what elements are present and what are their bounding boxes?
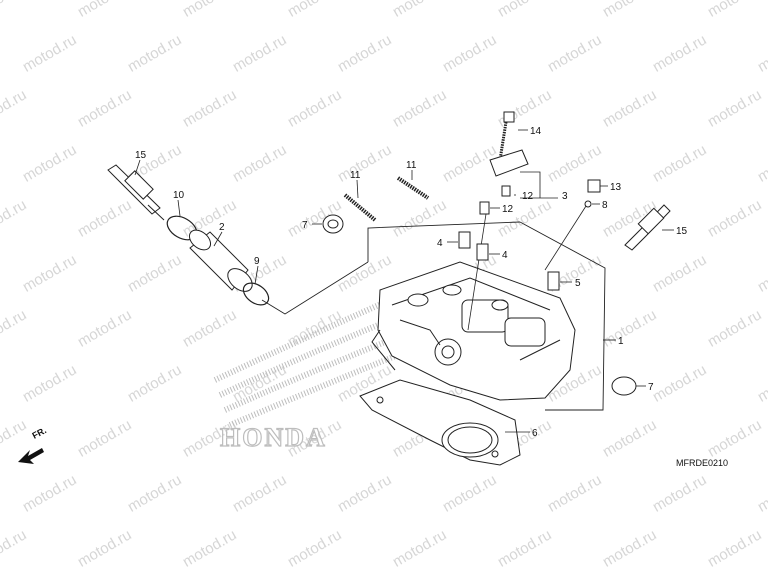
stud-bolt-11b xyxy=(396,176,430,200)
cylinder-head xyxy=(371,261,576,401)
honda-wing-logo xyxy=(213,297,407,428)
spark-plug-left xyxy=(107,164,165,221)
callout-4-right: 4 xyxy=(502,250,508,261)
callout-11-right: 11 xyxy=(406,160,417,171)
dowel-pin-4a xyxy=(458,231,471,249)
callout-15-left: 15 xyxy=(135,150,147,161)
callout-4-left: 4 xyxy=(437,238,443,249)
head-gasket xyxy=(359,379,521,466)
callout-10: 10 xyxy=(173,190,185,201)
callout-12-bottom: 12 xyxy=(502,204,514,215)
stud-bolt-11a xyxy=(343,193,377,222)
camshaft-holder xyxy=(479,149,529,215)
callout-14: 14 xyxy=(530,126,542,137)
callout-2: 2 xyxy=(219,222,225,233)
callout-7-right: 7 xyxy=(648,382,654,393)
assembly-frame xyxy=(367,221,616,411)
callout-12-top: 12 xyxy=(522,191,534,202)
bolt-14 xyxy=(498,111,515,161)
o-ring-9 xyxy=(242,282,270,306)
washer-8 xyxy=(584,200,592,208)
callout-9: 9 xyxy=(254,256,260,267)
spark-plug-right xyxy=(624,204,671,251)
callout-6: 6 xyxy=(532,428,538,439)
callout-11-left: 11 xyxy=(350,170,361,181)
leader-lines xyxy=(134,129,674,433)
dowel-pin-5 xyxy=(547,271,560,291)
oil-seal-7-left xyxy=(322,214,344,234)
front-direction-arrow xyxy=(18,448,44,464)
insulator-2 xyxy=(188,229,253,292)
honda-logo-text: HONDA xyxy=(220,423,327,452)
diagram-code: MFRDE0210 xyxy=(676,458,729,468)
callout-1: 1 xyxy=(618,336,624,347)
callout-8: 8 xyxy=(602,200,608,211)
callout-13: 13 xyxy=(610,182,622,193)
callout-7-left: 7 xyxy=(302,220,308,231)
callout-15-right: 15 xyxy=(676,226,688,237)
dowel-pin-4b xyxy=(476,243,489,261)
oil-seal-7-right xyxy=(611,376,637,396)
callout-5: 5 xyxy=(575,278,581,289)
callout-3: 3 xyxy=(562,191,568,202)
cap-13 xyxy=(587,179,601,193)
